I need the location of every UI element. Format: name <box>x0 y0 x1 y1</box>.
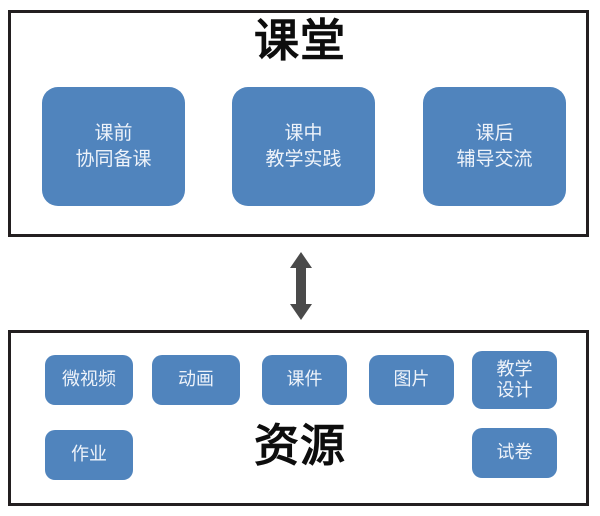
stage-box-post-class-line2: 辅导交流 <box>456 147 533 170</box>
resource-tag-micro-video-label: 微视频 <box>62 368 116 390</box>
resource-tag-exam-paper[interactable]: 试卷 <box>472 428 557 478</box>
classroom-section-title: 课堂 <box>253 14 346 67</box>
stage-box-pre-class-line1: 课前 <box>94 122 133 145</box>
resource-tag-homework[interactable]: 作业 <box>45 430 133 480</box>
resource-tag-animation[interactable]: 动画 <box>152 355 240 405</box>
stage-box-in-class-line2: 教学实践 <box>265 147 342 170</box>
resource-tag-teaching-design[interactable]: 教学 设计 <box>472 351 557 409</box>
resource-tag-animation-label: 动画 <box>178 368 214 390</box>
resource-tag-courseware[interactable]: 课件 <box>262 355 347 405</box>
resource-tag-teaching-design-line1: 教学 <box>496 358 533 380</box>
resource-tag-picture-label: 图片 <box>393 368 430 390</box>
resource-tag-micro-video[interactable]: 微视频 <box>45 355 133 405</box>
stage-box-pre-class[interactable]: 课前 协同备课 <box>42 87 185 206</box>
stage-box-post-class[interactable]: 课后 辅导交流 <box>423 87 566 206</box>
resource-tag-courseware-label: 课件 <box>286 368 323 390</box>
stage-box-in-class-line1: 课中 <box>284 122 323 145</box>
stage-box-post-class-line1: 课后 <box>475 122 514 145</box>
resource-section-title: 资源 <box>253 419 346 472</box>
resource-tag-homework-label: 作业 <box>71 443 107 465</box>
stage-box-pre-class-line2: 协同备课 <box>75 147 152 170</box>
bidirectional-arrow-icon <box>289 252 313 320</box>
resource-tag-exam-paper-label: 试卷 <box>496 441 533 463</box>
resource-tag-teaching-design-line2: 设计 <box>496 380 533 401</box>
resource-tag-picture[interactable]: 图片 <box>369 355 454 405</box>
stage-box-in-class[interactable]: 课中 教学实践 <box>232 87 375 206</box>
